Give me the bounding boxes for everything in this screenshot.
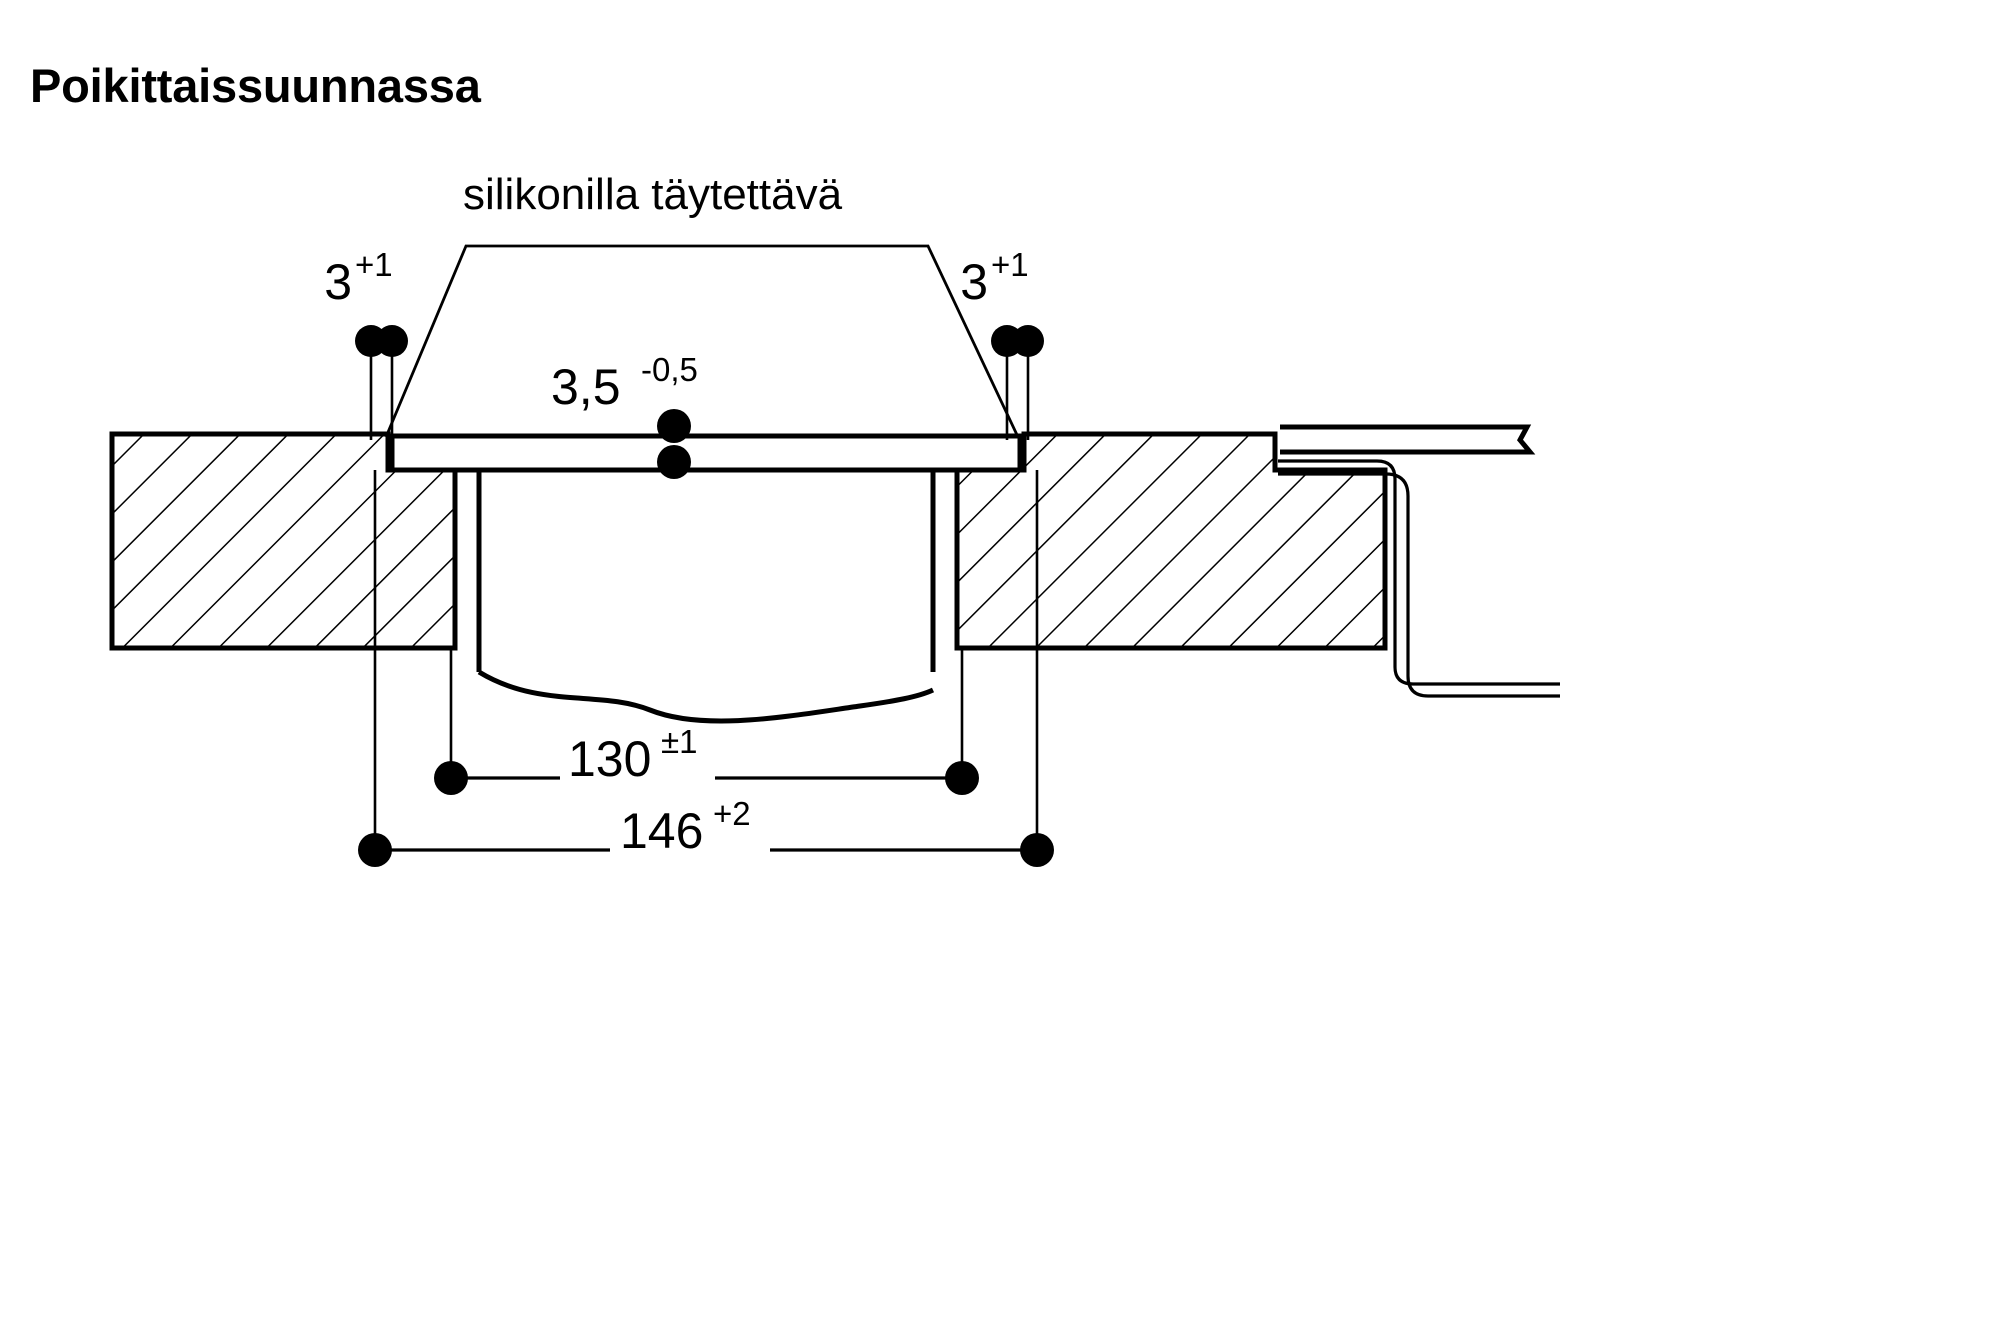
- bracket-inner-profile: [1278, 459, 1560, 686]
- cutout-width-dot-right: [945, 761, 979, 795]
- cooktop-panel-outline: [389, 433, 1023, 473]
- panel-thickness-dimension: 3,5 -0,5: [551, 351, 698, 479]
- cooktop-panel: [389, 433, 1023, 473]
- silicone-leader: [384, 244, 1020, 438]
- page-title: Poikittaissuunnassa: [30, 59, 481, 112]
- bracket-outer-profile: [1278, 472, 1560, 698]
- right-edge-plate: [1280, 424, 1536, 455]
- gap-right-dimension: 3 +1: [960, 246, 1044, 440]
- cutout-width-dot-left: [434, 761, 468, 795]
- gap-left-value: 3: [324, 254, 352, 310]
- panel-thickness-tolerance: -0,5: [641, 351, 698, 388]
- recess-width-value: 146: [620, 803, 703, 859]
- gap-right-tolerance: +1: [991, 246, 1029, 283]
- gap-left-tolerance: +1: [355, 246, 393, 283]
- silicone-leader-line: [384, 244, 1020, 438]
- worktop-right-outline: [954, 431, 1388, 651]
- panel-thickness-dot-bottom: [657, 445, 691, 479]
- worktop-right-section: [954, 431, 1388, 651]
- cutout-opening: [476, 470, 936, 724]
- right-top-plate: [1280, 424, 1536, 455]
- gap-right-dot-b: [1012, 325, 1044, 357]
- gap-left-dot-b: [376, 325, 408, 357]
- cutout-width-value: 130: [568, 731, 651, 787]
- recess-width-tolerance: +2: [713, 795, 751, 832]
- bent-sheet-bracket: [1278, 459, 1560, 698]
- cutout-width-dimension: 130 ±1: [434, 648, 979, 795]
- gap-left-dimension: 3 +1: [324, 246, 408, 440]
- recess-width-dot-left: [358, 833, 392, 867]
- panel-thickness-dot-top: [657, 409, 691, 443]
- silicone-note-label: silikonilla täytettävä: [463, 170, 843, 219]
- gap-right-value: 3: [960, 254, 988, 310]
- recess-width-dimension: 146 +2: [358, 470, 1054, 867]
- cutout-break-line: [477, 669, 935, 724]
- cutout-width-tolerance: ±1: [661, 723, 697, 760]
- worktop-left-hatch-fill: [112, 434, 455, 648]
- worktop-right-hatch-fill: [957, 434, 1385, 648]
- worktop-left-section: [109, 431, 458, 651]
- panel-thickness-value: 3,5: [551, 359, 621, 415]
- recess-width-dot-right: [1020, 833, 1054, 867]
